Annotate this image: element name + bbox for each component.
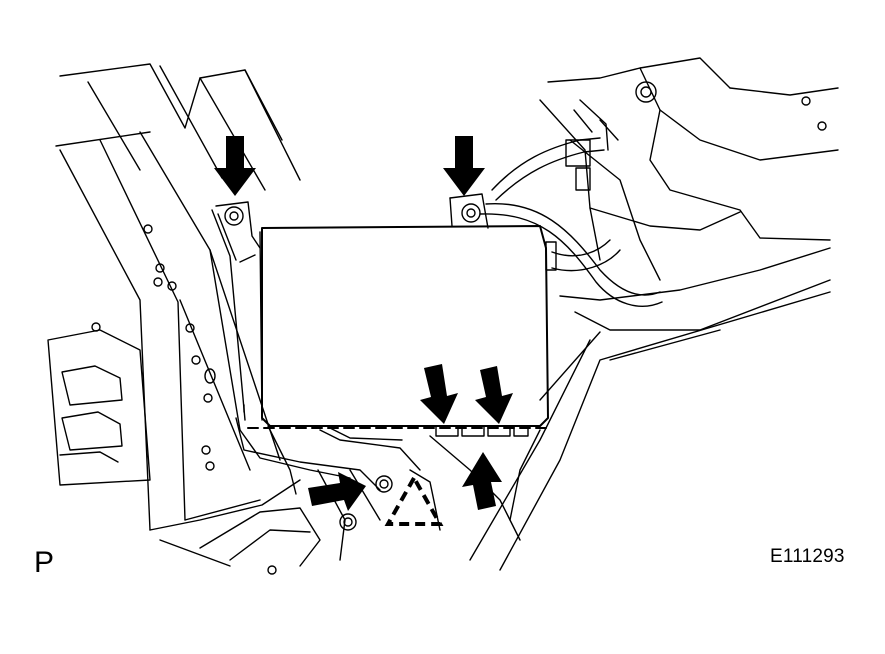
right-mounting-bracket	[449, 193, 489, 229]
arrow-icon-connector-left	[420, 364, 458, 424]
arrow-icon-right-bracket	[443, 136, 485, 196]
left-mounting-bracket	[211, 201, 261, 421]
arrow-icon-bolt	[308, 472, 366, 511]
view-label: P	[34, 546, 55, 579]
frame-holes	[91, 224, 277, 575]
arrow-icon-left-bracket	[214, 136, 256, 196]
control-module-box	[259, 225, 557, 437]
wire-harness	[479, 99, 663, 307]
dashed-triangle-icon	[384, 473, 444, 526]
arrow-icon-connector-up	[462, 452, 502, 510]
right-body-structure	[469, 57, 839, 571]
arrow-icon-connector-right	[475, 366, 513, 424]
lower-wiring	[235, 417, 541, 541]
figure-code: E111293	[770, 546, 845, 567]
